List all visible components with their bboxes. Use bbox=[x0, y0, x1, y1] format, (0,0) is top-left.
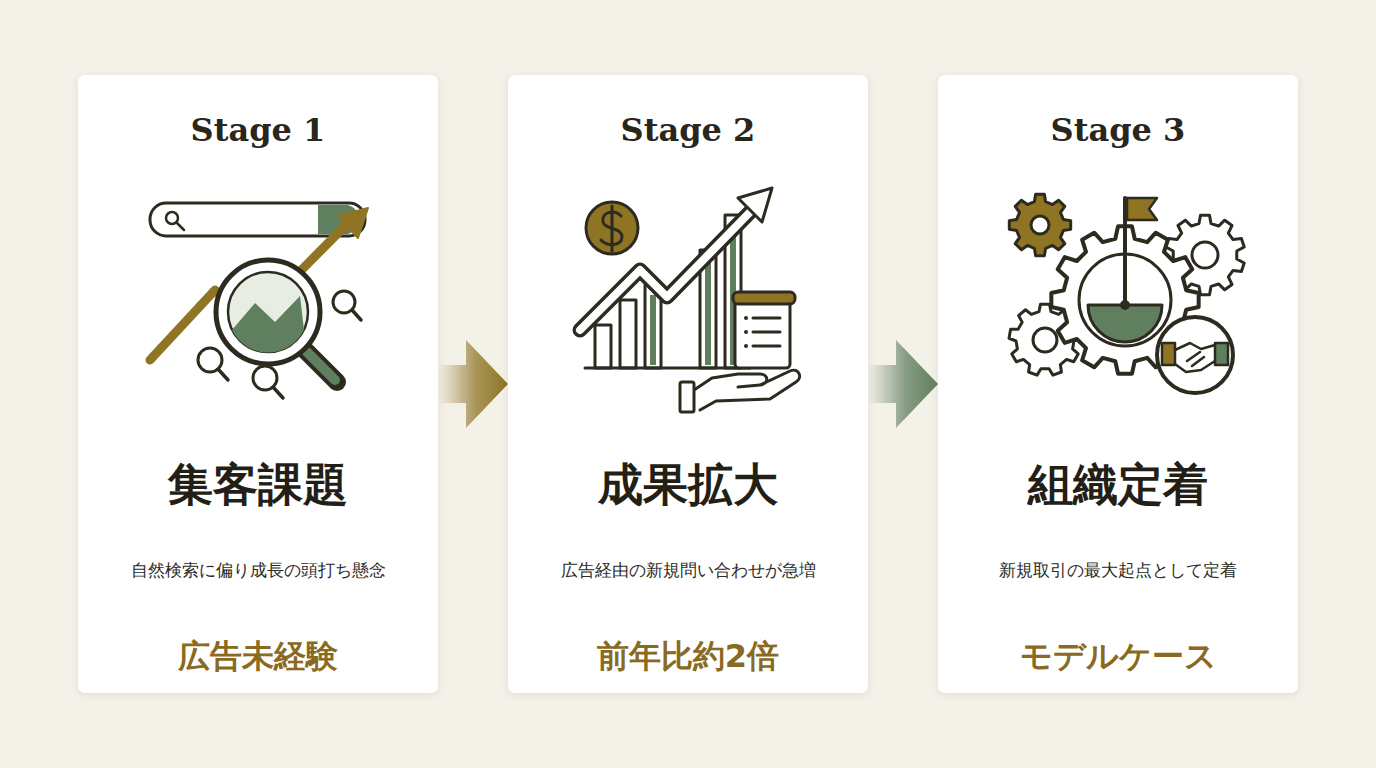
icon-stroke bbox=[753, 345, 780, 348]
icon-stroke bbox=[1157, 317, 1233, 393]
icon-stroke bbox=[218, 369, 228, 380]
icon-stroke bbox=[580, 188, 800, 412]
stage-label: Stage 1 bbox=[78, 111, 438, 149]
stage-result: 前年比約2倍 bbox=[508, 635, 868, 679]
icon-stroke bbox=[177, 223, 184, 230]
icon-stroke bbox=[338, 208, 368, 238]
icon-stroke bbox=[1192, 242, 1218, 268]
stage-result: モデルケース bbox=[938, 635, 1298, 679]
icon-stroke bbox=[580, 207, 755, 330]
icon-stroke bbox=[150, 203, 368, 398]
icon-stroke bbox=[744, 344, 748, 348]
stage-description: 広告経由の新規問い合わせが急増 bbox=[508, 559, 868, 582]
stage-card: Stage 2 成果拡大広告経由の新規問い合わせが急増前年比約2倍 bbox=[508, 75, 868, 693]
icon-stroke bbox=[1120, 300, 1130, 310]
icon-stroke bbox=[1175, 343, 1215, 372]
icon-stroke bbox=[1215, 343, 1228, 365]
stage-title: 成果拡大 bbox=[508, 455, 868, 515]
icon-stroke bbox=[611, 206, 614, 251]
icon-stroke bbox=[1162, 343, 1175, 365]
icon-stroke bbox=[753, 331, 780, 334]
stage-card: Stage 3 組織定着新規取引の最大起点として定着モデルケース bbox=[938, 75, 1298, 693]
icon-stroke bbox=[650, 295, 656, 365]
icon-stroke bbox=[744, 330, 748, 334]
icon-stroke bbox=[1088, 305, 1162, 342]
stage-title: 組織定着 bbox=[938, 455, 1298, 515]
icon-stroke bbox=[680, 382, 694, 412]
icon-stroke bbox=[1033, 328, 1057, 352]
gear-handshake-icon bbox=[938, 75, 1298, 693]
stage-description: 新規取引の最大起点として定着 bbox=[938, 559, 1298, 582]
icon-stroke bbox=[753, 317, 780, 320]
growth-icon bbox=[508, 75, 868, 693]
icon-stroke bbox=[580, 207, 755, 330]
stage-label: Stage 2 bbox=[508, 111, 868, 149]
stage-description: 自然検索に偏り成長の頭打ち懸念 bbox=[78, 559, 438, 582]
icon-stroke bbox=[586, 202, 638, 254]
icon-stroke bbox=[585, 367, 750, 370]
stage-card: Stage 1 集客課題自然検索に偏り成長の頭打ち懸念広告未経験 bbox=[78, 75, 438, 693]
icon-stroke bbox=[733, 292, 795, 304]
icon-stroke bbox=[273, 387, 283, 398]
icon-stroke bbox=[1009, 194, 1244, 393]
search-trend-icon bbox=[78, 75, 438, 693]
icon-stroke bbox=[694, 370, 800, 410]
icon-stroke bbox=[150, 203, 365, 236]
icon-stroke bbox=[228, 272, 308, 352]
icon-stroke bbox=[352, 310, 361, 320]
icon-stroke bbox=[595, 325, 611, 368]
icon-stroke bbox=[1009, 194, 1070, 255]
icon-stroke bbox=[1127, 198, 1157, 220]
icon-stroke bbox=[705, 262, 711, 365]
stage-arrow bbox=[438, 340, 508, 428]
icon-stroke bbox=[216, 260, 320, 364]
icon-stroke bbox=[307, 352, 335, 380]
icon-stroke bbox=[305, 350, 337, 382]
icon-stroke bbox=[735, 300, 790, 368]
stage-label: Stage 3 bbox=[938, 111, 1298, 149]
stage-title: 集客課題 bbox=[78, 455, 438, 515]
icon-stroke bbox=[1031, 216, 1049, 234]
icon-stroke bbox=[620, 300, 636, 368]
stage-result: 広告未経験 bbox=[78, 635, 438, 679]
icon-stroke bbox=[744, 316, 748, 320]
icon-stroke bbox=[738, 188, 772, 222]
icon-stroke bbox=[232, 296, 304, 353]
stage-arrow bbox=[868, 340, 938, 428]
